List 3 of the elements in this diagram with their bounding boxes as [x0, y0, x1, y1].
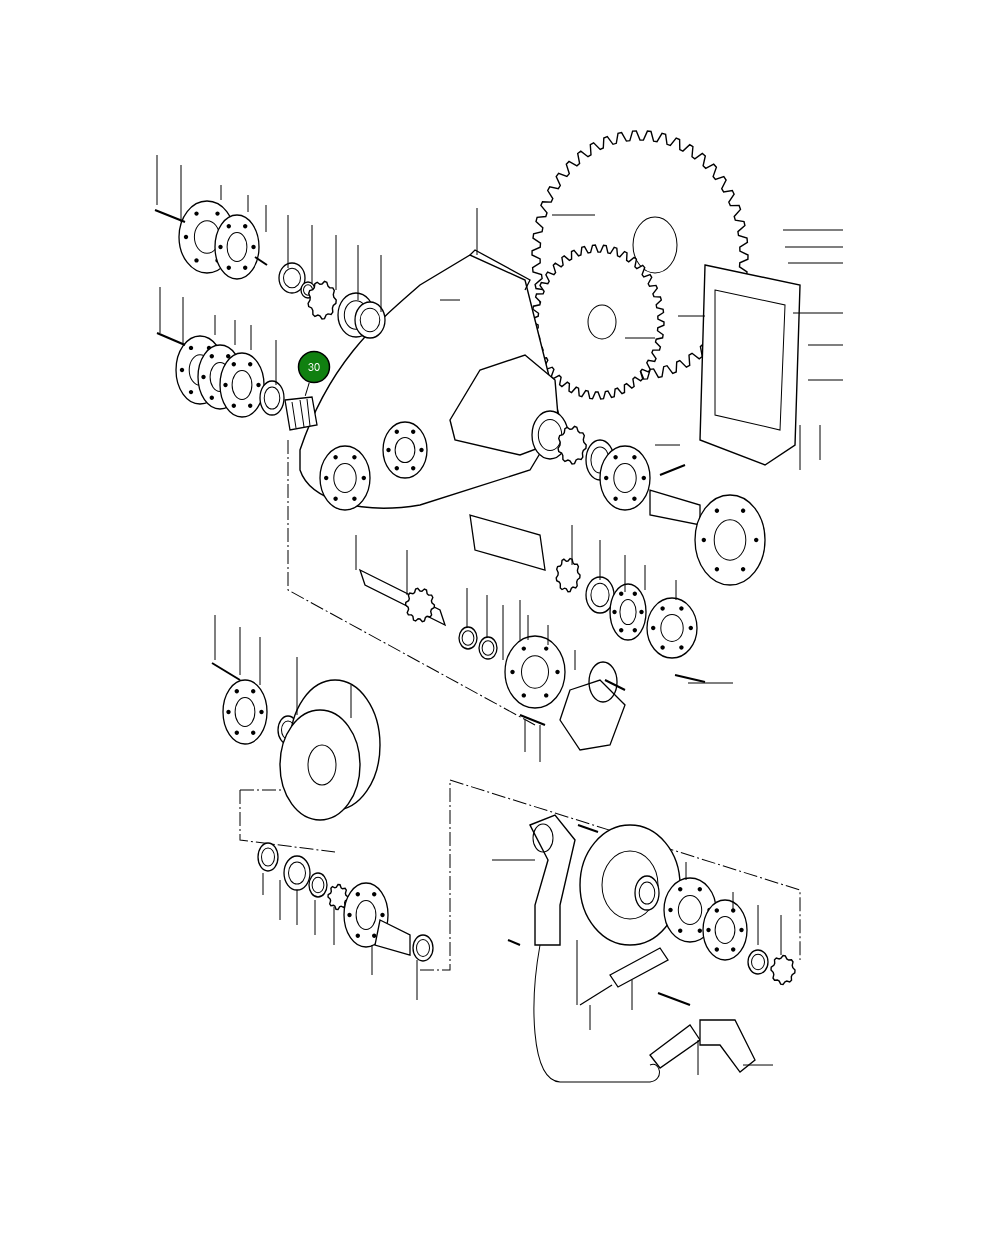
leader-line — [304, 382, 310, 397]
bearing-cone — [284, 396, 318, 431]
callout-number: 30 — [297, 350, 331, 384]
